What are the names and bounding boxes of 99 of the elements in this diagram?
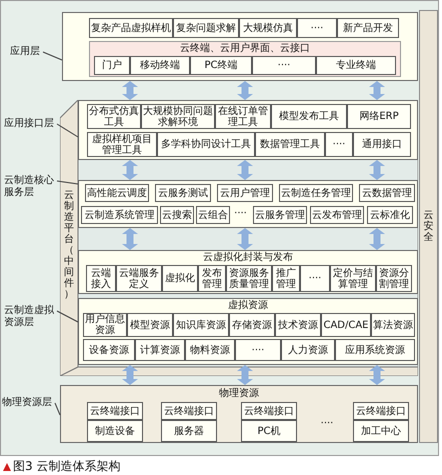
layer-panel (78, 250, 418, 294)
layer-label: 应用层 (10, 46, 42, 58)
ellipsis-box: ···· (300, 265, 330, 292)
figure-caption: 图3 云制造体系架构 (13, 459, 120, 474)
module-box: 应用系统资源 (335, 339, 415, 361)
module-box: 设备资源 (83, 339, 135, 361)
module-box: 专业终端 (316, 56, 396, 75)
module-box: 云用户管理 (217, 184, 273, 202)
module-box: 云制造系统管理 (81, 206, 158, 224)
layer-label: 物理资源层 (2, 397, 54, 409)
module-box: 云终端接口 (241, 402, 297, 420)
module-box: 虚拟样机项目管理工具 (87, 132, 157, 157)
module-box: 推广管理 (272, 265, 300, 292)
terminal-panel (89, 41, 401, 77)
module-box: 分布式仿真工具 (87, 104, 141, 129)
double-arrow (122, 228, 138, 250)
ellipsis-text: ···· (233, 207, 248, 221)
module-box: 虚拟化 (162, 265, 198, 292)
leader-line (56, 180, 78, 184)
module-box: 移动终端 (130, 56, 190, 75)
module-box: PC机 (241, 420, 297, 442)
module-box: 大规模仿真 (239, 18, 297, 38)
module-box: 高性能云调度 (85, 184, 149, 202)
ellipsis-box: ···· (252, 56, 316, 75)
leader-line (56, 124, 78, 138)
module-box: 云终端接口 (87, 402, 143, 420)
module-box: 资源服务质量管理 (226, 265, 272, 292)
module-box: 复杂产品虚拟样机 (89, 18, 173, 38)
module-box: 加工中心 (353, 420, 409, 442)
module-box: PC终端 (190, 56, 252, 75)
module-box: 云数据管理 (359, 184, 415, 202)
ellipsis-text: ···· (320, 418, 334, 430)
module-box: 服务器 (161, 420, 217, 442)
module-box: 云端服务定义 (116, 265, 162, 292)
platform-frame (60, 100, 418, 376)
module-box: 云端接入 (86, 265, 116, 292)
module-box: 资源分割管理 (376, 265, 412, 292)
module-box: 制造设备 (87, 420, 143, 442)
layer-panel (78, 100, 418, 160)
module-box: 云终端接口 (161, 402, 217, 420)
module-box: 存储资源 (229, 313, 275, 337)
double-arrow (369, 365, 385, 385)
module-box: 云服务测试 (155, 184, 211, 202)
module-box: 云制造任务管理 (279, 184, 353, 202)
module-box: 云终端接口 (353, 402, 409, 420)
module-box: 模型资源 (127, 313, 173, 337)
module-box: 云标准化 (367, 206, 413, 224)
module-box: 在线订单管理工具 (215, 104, 271, 129)
module-box: 技术资源 (275, 313, 321, 337)
ellipsis-box: ···· (325, 132, 353, 157)
module-box: 云发布管理 (310, 206, 364, 224)
module-box: 云组合 (196, 206, 230, 224)
leader-line (42, 52, 62, 60)
module-box: 通用接口 (353, 132, 411, 157)
module-box: 数据管理工具 (255, 132, 325, 157)
module-box: 新产品开发 (337, 18, 399, 38)
module-box: 云搜索 (160, 206, 194, 224)
double-arrow (122, 81, 138, 100)
module-box: 网络ERP (347, 104, 411, 129)
module-box: 发布管理 (198, 265, 226, 292)
double-arrow (237, 160, 253, 180)
layer-panel (60, 385, 418, 443)
ellipsis-box: ···· (297, 18, 337, 38)
leader-line (54, 402, 60, 416)
module-box: 大规模协同问题求解环境 (141, 104, 215, 129)
layer-title: 虚拟资源 (227, 300, 269, 312)
layer-title: 云虚拟化封装与发布 (202, 252, 294, 264)
module-box: 人力资源 (281, 339, 335, 361)
module-box: 门户 (94, 56, 130, 75)
module-box: 算法资源 (371, 313, 415, 337)
module-box: 多学科协同设计工具 (157, 132, 255, 157)
layer-title: 云终端、云用户界面、云接口 (179, 43, 311, 55)
double-arrow (369, 81, 385, 100)
layer-label: 云制造核心服务层 (4, 175, 56, 199)
module-box: 定价与结算管理 (330, 265, 376, 292)
module-box: CAD/CAE (321, 313, 371, 337)
layer-label: 应用接口层 (4, 118, 56, 130)
layer-panel (78, 180, 418, 228)
vertical-title: 云制造平台（中间件） (64, 190, 74, 300)
double-arrow (237, 228, 253, 250)
module-box: 计算资源 (135, 339, 185, 361)
module-box: 用户信息资源 (83, 313, 127, 337)
leader-line (56, 310, 78, 322)
layer-panel (62, 12, 418, 81)
layer-panel (78, 298, 418, 365)
layer-title: 物理资源 (218, 388, 260, 400)
module-box: 模型发布工具 (271, 104, 347, 129)
double-arrow (122, 365, 138, 385)
ellipsis-box: ···· (235, 339, 281, 361)
double-arrow (237, 81, 253, 100)
module-box: 知识库资源 (173, 313, 229, 337)
module-box: 复杂问题求解 (173, 18, 239, 38)
layer-label: 云制造虚拟资源层 (4, 305, 56, 329)
double-arrow (237, 365, 253, 385)
double-arrow (369, 228, 385, 250)
double-arrow (122, 160, 138, 180)
module-box: 云服务管理 (253, 206, 307, 224)
module-box: 物料资源 (185, 339, 235, 361)
double-arrow (369, 160, 385, 180)
